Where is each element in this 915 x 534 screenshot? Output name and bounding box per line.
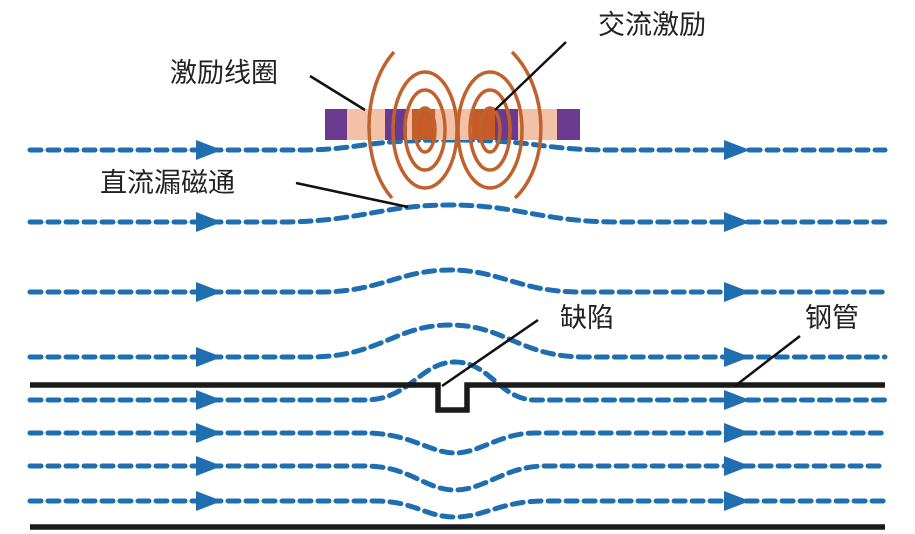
flux-line-8 [27,498,888,520]
ac-field-loops [367,50,543,200]
flux-arrows [196,140,750,511]
leader-defect [441,318,539,388]
arrow-icon [196,491,222,511]
label-excitation-coil: 激励线圈 [170,58,278,89]
arrow-icon [196,212,222,232]
flux-line-6 [27,430,888,456]
arrow-icon [724,491,750,511]
flux-lines [27,137,888,520]
pipe-top-wall-with-defect [30,382,885,413]
arrow-icon [196,282,222,302]
flux-line-2 [27,202,888,225]
arrow-icon [724,212,750,232]
label-defect: 缺陷 [560,303,614,334]
arrow-icon [724,423,750,443]
label-steel-pipe: 钢管 [805,303,859,334]
label-ac-excitation: 交流激励 [598,10,706,41]
leader-dc-flux [295,181,409,209]
arrow-icon [724,282,750,302]
arrow-icon [724,456,750,476]
flux-line-3 [27,267,888,295]
excitation-coil-bar [325,109,580,140]
flux-line-4 [27,322,888,360]
flux-line-5 [27,359,888,403]
label-dc-leakage-flux: 直流漏磁通 [100,168,235,199]
flux-line-1 [27,137,888,153]
arrow-icon [196,140,222,160]
arrow-icon [196,347,222,367]
flux-line-7 [27,463,888,493]
arrow-icon [724,140,750,160]
arrow-icon [196,390,222,410]
arrow-icon [196,423,222,443]
arrow-icon [724,347,750,367]
leader-steel-pipe [734,335,801,387]
leader-excitation-coil [309,74,366,112]
arrow-icon [724,390,750,410]
leader-ac-excitation [494,41,567,111]
arrow-icon [196,456,222,476]
